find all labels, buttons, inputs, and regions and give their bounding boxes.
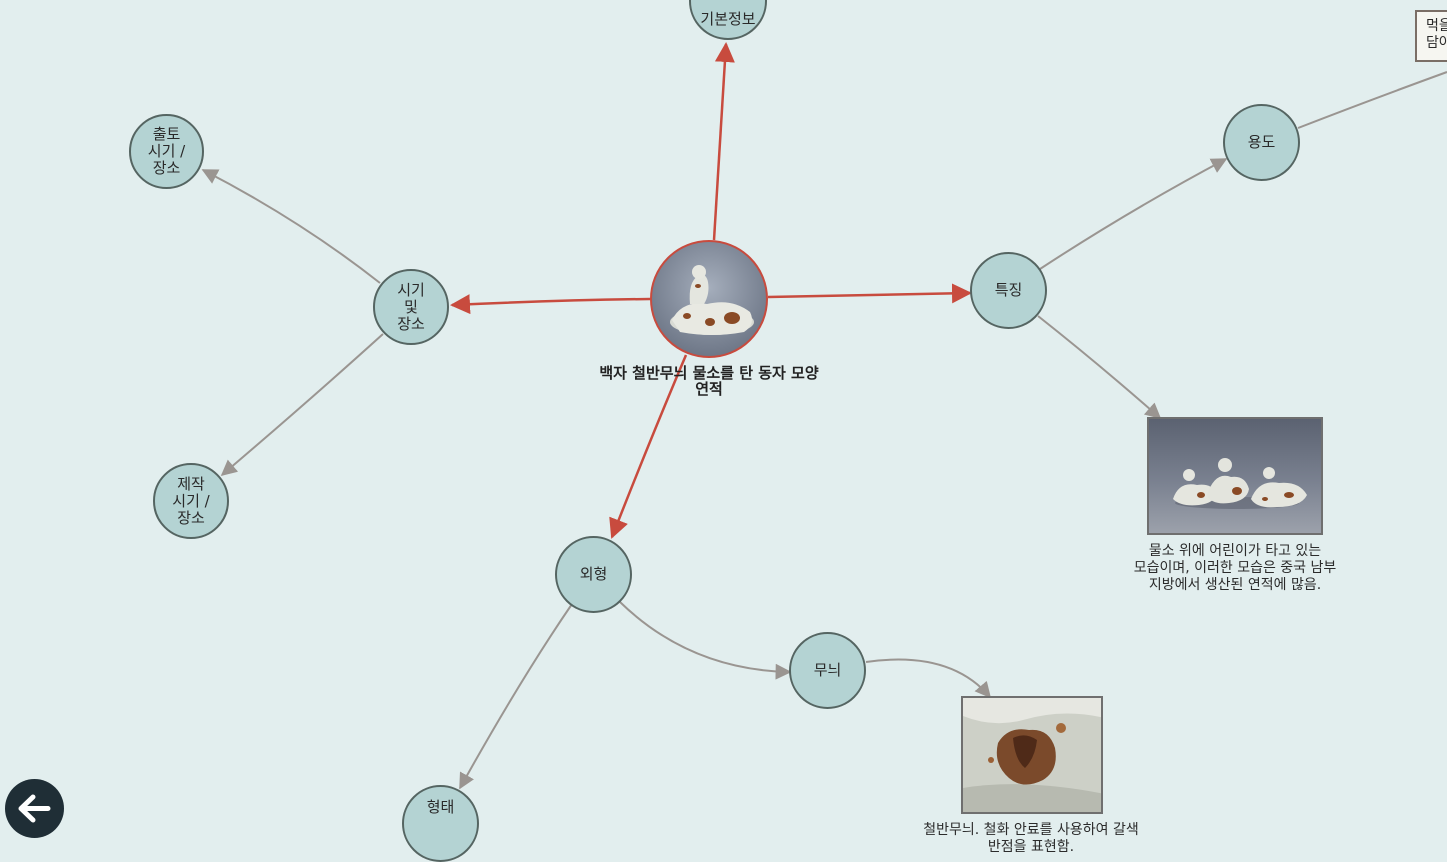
node-appearance-label: 외형 (579, 565, 608, 583)
node-appearance[interactable]: 외형 (555, 536, 632, 613)
edge-layer (201, 42, 1447, 790)
feature-photo-figures (1173, 458, 1307, 509)
feature-caption: 물소 위에 어린이가 타고 있는 모습이며, 이러한 모습은 중국 남부 지방에… (1133, 543, 1337, 593)
node-feature[interactable]: 특징 (970, 252, 1047, 329)
node-basic-info-label: 기본정보 (700, 9, 756, 28)
node-pattern-label: 무늬 (813, 661, 842, 679)
edge-center-top (712, 42, 735, 241)
edge-appearance-shape (459, 603, 573, 790)
edge-center-period (450, 294, 651, 315)
pattern-caption: 철반무늬. 철화 안료를 사용하여 갈색 반점을 표현함. (923, 822, 1139, 855)
node-production[interactable]: 제작 시기 / 장소 (153, 463, 229, 539)
pattern-photo-detail (963, 698, 1101, 812)
center-node-title: 백자 철반무늬 물소를 탄 동자 모양 연적 (599, 364, 819, 398)
node-usage[interactable]: 용도 (1223, 104, 1300, 181)
node-feature-label: 특징 (994, 281, 1023, 299)
edge-center-feature (767, 283, 972, 304)
edge-appearance-pattern (619, 601, 792, 680)
edge-feature-image (1037, 315, 1162, 420)
pattern-image[interactable] (961, 696, 1103, 814)
node-origin[interactable]: 출토 시기 / 장소 (129, 114, 204, 189)
node-pattern[interactable]: 무늬 (789, 632, 866, 709)
water-dropper-figure (670, 265, 754, 335)
node-shape[interactable]: 형태 (402, 785, 479, 862)
edge-feature-usage (1039, 158, 1228, 270)
edge-usage-note (1297, 71, 1447, 129)
node-period-label: 시기 및 장소 (397, 280, 425, 333)
node-shape-label: 형태 (426, 798, 455, 816)
center-node-image[interactable] (650, 240, 768, 358)
back-button[interactable] (5, 779, 64, 838)
edge-pattern-image (865, 658, 992, 699)
edge-center-appearance (609, 354, 688, 539)
node-production-label: 제작 시기 / 장소 (172, 474, 210, 527)
node-origin-label: 출토 시기 / 장소 (147, 125, 186, 177)
arrow-left-icon (18, 794, 51, 823)
feature-image[interactable] (1147, 417, 1323, 535)
node-period[interactable]: 시기 및 장소 (373, 269, 449, 345)
node-usage-label: 용도 (1247, 133, 1276, 151)
edge-period-origin (201, 169, 381, 284)
edge-period-production (220, 333, 384, 477)
usage-note-box[interactable]: 먹을 담아 (1415, 10, 1447, 62)
